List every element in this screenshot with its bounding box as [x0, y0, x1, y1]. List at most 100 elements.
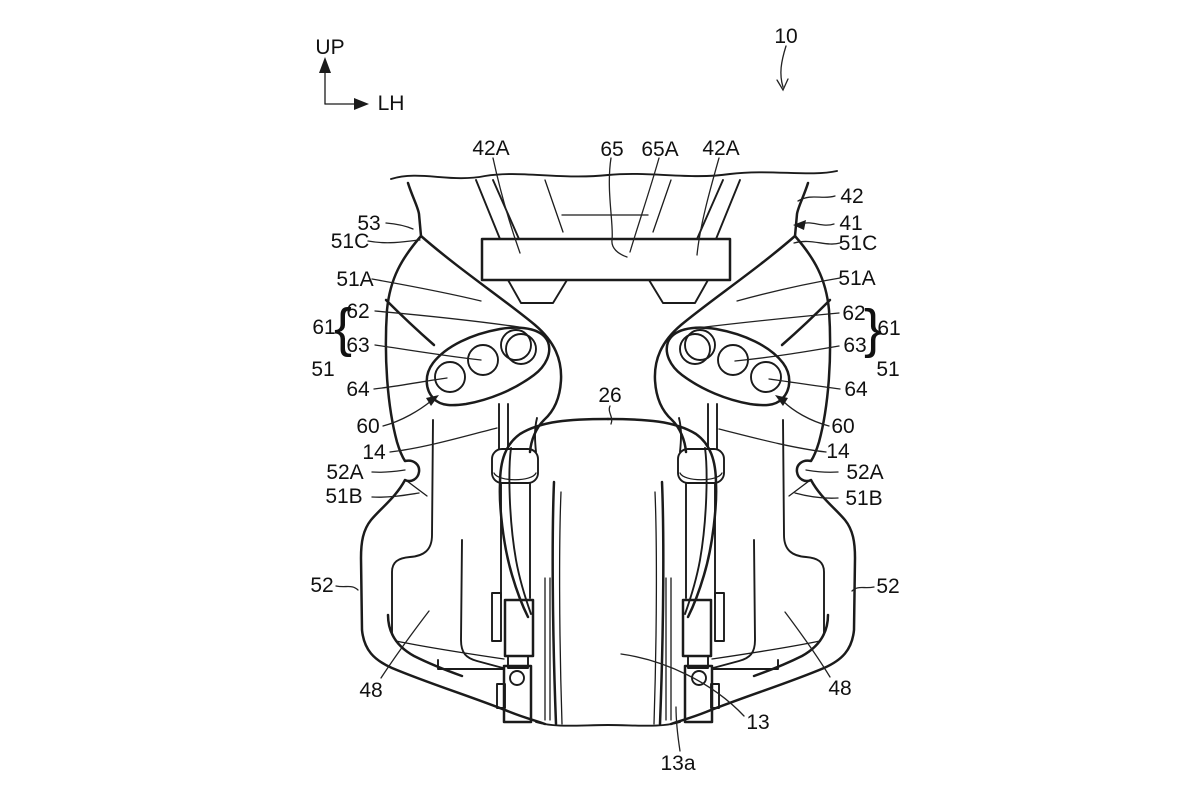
lower-lip-edge — [388, 615, 462, 676]
leader-63-left — [375, 345, 481, 360]
ref-label-51-left: 51 — [311, 358, 334, 381]
ref-label-42a-right: 42A — [702, 137, 739, 160]
headlight-recess-inner-edge — [535, 418, 537, 452]
leader-52-right — [852, 587, 874, 591]
leader-53 — [386, 223, 413, 229]
ref-label-65: 65 — [600, 138, 623, 161]
ref-label-52-right: 52 — [876, 575, 899, 598]
caliper-step — [508, 656, 528, 668]
leader-48-left — [381, 611, 429, 678]
tire-bottom-break-line — [536, 722, 608, 726]
ref-label-61-right: 61 — [877, 317, 900, 340]
leader-63-right — [735, 346, 839, 361]
leader-62-left — [375, 311, 519, 327]
headlight-lens-3-ring — [506, 334, 536, 364]
leader-14-left — [390, 428, 497, 452]
ref-label-64-right: 64 — [844, 378, 868, 401]
axis-label-up: UP — [315, 36, 344, 59]
ref-label-64-left: 64 — [346, 378, 370, 401]
headlight-lens-3 — [501, 330, 531, 360]
leader-13a — [676, 707, 680, 751]
ref-label-14-right: 14 — [826, 440, 850, 463]
leader-60-left — [383, 401, 431, 426]
cowl-outer-edge — [361, 183, 545, 724]
leader-64-left — [374, 378, 447, 389]
leader-60-right — [783, 401, 829, 426]
ref-label-51a-right: 51A — [838, 267, 875, 290]
ref-label-62-left: 62 — [346, 300, 369, 323]
ref-label-51c-right: 51C — [839, 232, 878, 255]
lower-lip-split-line — [396, 641, 504, 659]
windscreen-stay-bracket — [508, 280, 567, 303]
leader-13 — [621, 654, 744, 716]
leader-60-left-arrowhead-icon — [426, 395, 439, 406]
side-cover-lower-edge — [461, 540, 503, 668]
brace-left: { — [334, 298, 352, 358]
cowl-step-line — [407, 481, 427, 496]
tire-sidewall-inner — [560, 492, 562, 724]
under-cover-edge — [438, 660, 504, 669]
axis-lh-arrowhead-icon — [354, 98, 369, 110]
headlight-lens-2 — [468, 345, 498, 375]
ref-label-52-left: 52 — [310, 574, 333, 597]
ref-label-62-right: 62 — [842, 302, 865, 325]
side-cover-inner-edge — [392, 420, 433, 634]
tire-sidewall — [553, 482, 556, 724]
leader-10 — [781, 46, 786, 87]
leader-26 — [609, 406, 612, 424]
ref-label-42a-left: 42A — [472, 137, 509, 160]
axle-tab — [497, 684, 505, 708]
ref-label-53: 53 — [357, 212, 380, 235]
headlight-lens-1 — [435, 362, 465, 392]
leader-42 — [798, 196, 835, 201]
brace-right: } — [864, 299, 882, 359]
fork-tube — [499, 404, 508, 449]
ref-label-48-left: 48 — [359, 679, 382, 702]
ref-label-10: 10 — [774, 25, 797, 48]
front-cowl-left-half — [361, 180, 608, 726]
leader-65 — [609, 158, 627, 257]
ref-label-63-right: 63 — [843, 334, 866, 357]
front-cowl-right-half — [606, 178, 857, 727]
leader-52a-right — [806, 470, 838, 472]
leader-51c-left — [368, 240, 420, 243]
ref-label-63-left: 63 — [346, 334, 369, 357]
ref-label-51-right: 51 — [876, 358, 899, 381]
leader-51c-right — [794, 241, 840, 244]
leader-41-arrowhead-icon — [793, 220, 806, 230]
leader-52-left — [336, 586, 358, 590]
ref-label-41: 41 — [839, 212, 862, 235]
axis-up-arrowhead-icon — [319, 57, 331, 73]
leader-14-right — [719, 429, 826, 452]
ref-label-51b-left: 51B — [325, 485, 362, 508]
leader-42a-left — [493, 158, 520, 253]
ref-label-52a-left: 52A — [326, 461, 363, 484]
ref-label-13: 13 — [746, 711, 769, 734]
axle-block — [504, 666, 531, 722]
axis-label-lh: LH — [378, 92, 405, 115]
leader-42a-right — [697, 158, 719, 255]
axle-bolt — [510, 671, 524, 685]
leader-64-right — [769, 379, 840, 389]
leader-51a-right — [737, 278, 840, 301]
ref-label-13a: 13a — [660, 752, 695, 775]
ref-label-42: 42 — [840, 185, 863, 208]
windscreen-garnish — [482, 239, 730, 280]
leader-51b-right — [795, 493, 838, 498]
fork-cover — [492, 449, 538, 483]
leader-10-arrowhead-icon — [777, 79, 788, 90]
leader-52a-left — [372, 470, 405, 472]
brake-disc — [545, 578, 550, 720]
caliper-tab — [492, 593, 501, 641]
leader-48-right — [785, 612, 830, 677]
reference-numerals: 10 42A 65 65A 42A 42 41 51C 51A 53 51C 5… — [310, 25, 900, 775]
ref-label-14-left: 14 — [362, 441, 386, 464]
body-break-line-top — [391, 171, 837, 179]
leader-lines — [336, 46, 874, 751]
leader-62-right — [697, 313, 839, 328]
ref-label-51c-left: 51C — [331, 230, 370, 253]
ref-label-52a-right: 52A — [846, 461, 883, 484]
ref-label-60-right: 60 — [831, 415, 854, 438]
